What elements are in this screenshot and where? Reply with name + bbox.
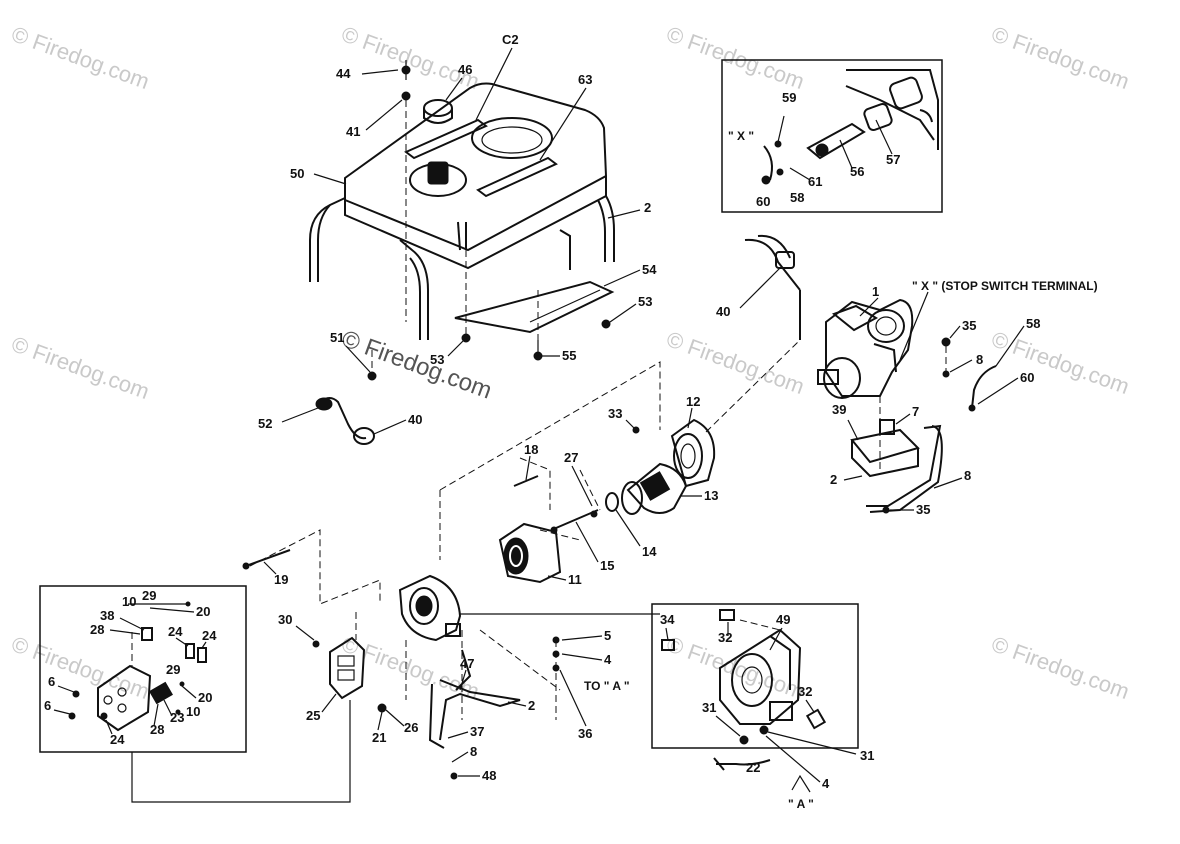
fuel-tank-assembly	[309, 60, 615, 445]
label-32-right: 32	[798, 684, 812, 699]
label-44: 44	[336, 66, 351, 81]
watermark-3: © Firedog.com	[663, 21, 807, 94]
label-32-top: 32	[718, 630, 732, 645]
label-19: 19	[274, 572, 288, 587]
label-2-base: 2	[528, 698, 535, 713]
label-10-mid: 10	[186, 704, 200, 719]
label-c2: C2	[502, 32, 519, 47]
label-40-engine: 40	[716, 304, 730, 319]
label-52: 52	[258, 416, 272, 431]
label-39: 39	[832, 402, 846, 417]
label-38: 38	[100, 608, 114, 623]
label-2-engine: 2	[830, 472, 837, 487]
label-8-mount: 8	[964, 468, 971, 483]
stop-switch-note: " X " (STOP SWITCH TERMINAL)	[912, 279, 1098, 293]
label-37: 37	[470, 724, 484, 739]
label-5: 5	[604, 628, 611, 643]
label-46: 46	[458, 62, 472, 77]
label-13: 13	[704, 488, 718, 503]
label-63: 63	[578, 72, 592, 87]
watermark-9: © Firedog.com	[8, 631, 152, 704]
label-6-b: 6	[44, 698, 51, 713]
label-29-top: 29	[142, 588, 156, 603]
inset-control-panel: 10 29 20 38 28 24 24 29 6 20 6 23 10 28 …	[39, 585, 247, 753]
label-34: 34	[660, 612, 675, 627]
label-58-engine: 58	[1026, 316, 1040, 331]
watermark-1: © Firedog.com	[8, 21, 152, 94]
label-24-a: 24	[168, 624, 183, 639]
watermark-7: © Firedog.com	[663, 326, 807, 399]
watermark-12: © Firedog.com	[988, 631, 1132, 704]
label-61: 61	[808, 174, 822, 189]
label-6-a: 6	[48, 674, 55, 689]
to-a-label: TO " A "	[584, 679, 630, 693]
label-31-right: 31	[860, 748, 874, 763]
watermark-8: © Firedog.com	[988, 326, 1132, 399]
label-4-right: 4	[822, 776, 830, 791]
end-housing-assembly: 47 5 4 TO " A " 2 36 37 8 48 30 25 21 26	[278, 574, 660, 783]
label-40-hose: 40	[408, 412, 422, 427]
label-35-bottom: 35	[916, 502, 930, 517]
watermark-4: © Firedog.com	[988, 21, 1132, 94]
label-28-bottom: 28	[150, 722, 164, 737]
label-1: 1	[872, 284, 879, 299]
label-10-top: 10	[122, 594, 136, 609]
label-36: 36	[578, 726, 592, 741]
label-22: 22	[746, 760, 760, 775]
label-25: 25	[306, 708, 320, 723]
label-20-top: 20	[196, 604, 210, 619]
label-57: 57	[886, 152, 900, 167]
label-23: 23	[170, 710, 184, 725]
label-11: 11	[568, 572, 582, 587]
label-50: 50	[290, 166, 304, 181]
label-20-mid: 20	[198, 690, 212, 705]
label-47: 47	[460, 656, 474, 671]
watermark-2: © Firedog.com	[338, 21, 482, 94]
label-58-inset: 58	[790, 190, 804, 205]
a-label: " A "	[788, 797, 814, 811]
label-51: 51	[330, 330, 344, 345]
engine-assembly: 40 1 35 8 58 60 7 39	[716, 234, 1040, 517]
tank-labels: 44 C2 46 41 63 50 2 54 53 55 53 51 52 40	[258, 32, 657, 435]
label-21: 21	[372, 730, 386, 745]
label-2-tank: 2	[644, 200, 651, 215]
label-14: 14	[642, 544, 657, 559]
label-29-mid: 29	[166, 662, 180, 677]
label-53-right: 53	[638, 294, 652, 309]
label-31-left: 31	[702, 700, 716, 715]
label-8-top: 8	[976, 352, 983, 367]
alternator-assembly: 33 12 18 27 13 14 15 11 19	[242, 339, 801, 605]
label-24-b: 24	[202, 628, 217, 643]
label-15: 15	[600, 558, 614, 573]
label-12: 12	[686, 394, 700, 409]
label-8-base: 8	[470, 744, 477, 759]
watermark-6: © Firedog.com	[338, 325, 495, 404]
label-55: 55	[562, 348, 576, 363]
label-48: 48	[482, 768, 496, 783]
label-35-top: 35	[962, 318, 976, 333]
connector-line	[131, 700, 351, 803]
label-56: 56	[850, 164, 864, 179]
label-7: 7	[912, 404, 919, 419]
label-54: 54	[642, 262, 657, 277]
label-33: 33	[608, 406, 622, 421]
label-24-c: 24	[110, 732, 125, 747]
label-30: 30	[278, 612, 292, 627]
label-53-left: 53	[430, 352, 444, 367]
inset-stop-switch: 59 " X " 61 56 57 60 58	[721, 59, 943, 213]
inset-fan-housing: 34 32 49 32 31 31 22 4 " A "	[651, 603, 874, 811]
label-49: 49	[776, 612, 790, 627]
label-60-engine: 60	[1020, 370, 1034, 385]
label-27: 27	[564, 450, 578, 465]
label-4-left: 4	[604, 652, 612, 667]
inset-x-label: " X "	[728, 129, 754, 143]
label-60-inset: 60	[756, 194, 770, 209]
watermark-5: © Firedog.com	[8, 331, 152, 404]
label-18: 18	[524, 442, 538, 457]
label-59: 59	[782, 90, 796, 105]
label-41: 41	[346, 124, 360, 139]
label-26: 26	[404, 720, 418, 735]
label-28-top: 28	[90, 622, 104, 637]
